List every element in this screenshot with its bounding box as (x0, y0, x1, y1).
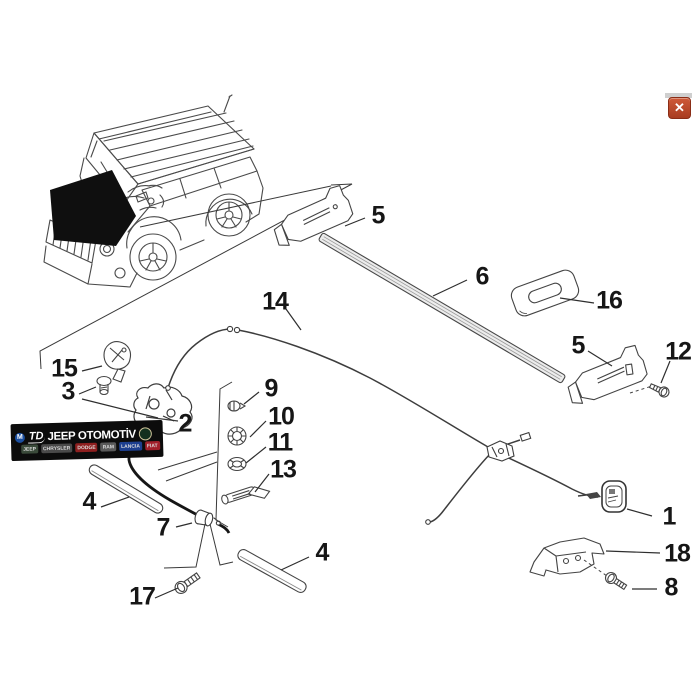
jeep-logo: JEEP (21, 444, 39, 454)
close-button-cap (665, 93, 692, 98)
part-callout-5[interactable]: 5 (371, 201, 386, 230)
part-callout-4[interactable]: 4 (82, 487, 97, 516)
dodge-logo: DODGE (75, 442, 98, 453)
part-callout-3[interactable]: 3 (61, 377, 76, 406)
part-drawing-3 (96, 375, 112, 396)
part-callout-18[interactable]: 18 (664, 539, 691, 568)
vehicle-illustration (43, 94, 264, 288)
mopar-logo: M (14, 432, 26, 443)
part-drawing-18 (529, 537, 605, 577)
part-drawing-5-right (567, 344, 648, 404)
part-callout-16[interactable]: 16 (596, 286, 623, 315)
front-release-cable-end (217, 522, 231, 534)
assembly-line-12 (629, 385, 653, 394)
part-drawing-12 (648, 383, 670, 398)
ram-logo: RAM (100, 442, 117, 452)
part-callout-14[interactable]: 14 (262, 287, 289, 316)
group-bracket-7-17 (163, 523, 234, 569)
part-callout-6[interactable]: 6 (475, 262, 490, 291)
part-callout-12[interactable]: 12 (665, 337, 692, 366)
part-drawing-10 (227, 426, 247, 446)
close-button[interactable]: ✕ (668, 97, 691, 119)
detail-area-wedge (39, 183, 353, 370)
part-drawing-11 (227, 456, 247, 472)
fiat-logo: FIAT (144, 440, 160, 451)
part-drawing-6 (318, 232, 566, 384)
part-drawing-1 (577, 480, 627, 513)
part-callout-7[interactable]: 7 (156, 513, 171, 542)
part-drawing-5-left (273, 185, 354, 246)
part-callout-8[interactable]: 8 (664, 573, 679, 602)
assembly-line-8 (583, 559, 608, 577)
part-callout-15[interactable]: 15 (51, 354, 78, 383)
chrysler-logo: CHRYSLER (40, 443, 73, 454)
part-drawing-14-cable (165, 325, 599, 525)
part-callout-4[interactable]: 4 (315, 538, 330, 567)
part-callout-9[interactable]: 9 (264, 374, 279, 403)
part-drawing-17 (174, 572, 201, 594)
part-drawing-8 (604, 571, 628, 591)
part-callout-13[interactable]: 13 (270, 455, 297, 484)
hood-highlight (50, 170, 136, 246)
part-callout-2[interactable]: 2 (178, 409, 193, 438)
part-callout-5[interactable]: 5 (571, 331, 586, 360)
part-drawing-7 (194, 509, 221, 527)
group-bracket-9-13 (157, 381, 233, 528)
part-callout-10[interactable]: 10 (268, 402, 295, 431)
alfa-romeo-logo (138, 427, 153, 441)
part-drawing-9 (227, 400, 247, 412)
part-callout-11[interactable]: 11 (267, 428, 293, 457)
dealer-name: JEEP OTOMOTİV (47, 428, 137, 443)
part-callout-1[interactable]: 1 (662, 502, 677, 531)
part-drawing-4-left (88, 464, 164, 514)
part-drawing-16 (510, 269, 580, 317)
cable-junction (486, 440, 515, 462)
dealer-prefix-logo: TD (27, 430, 45, 444)
part-drawing-13 (221, 486, 271, 505)
part-drawing-4-bottom (237, 549, 307, 593)
part-drawing-15 (103, 341, 132, 383)
leader-lines (78, 217, 671, 599)
part-callout-17[interactable]: 17 (129, 582, 156, 611)
lancia-logo: LANCIA (118, 441, 143, 452)
